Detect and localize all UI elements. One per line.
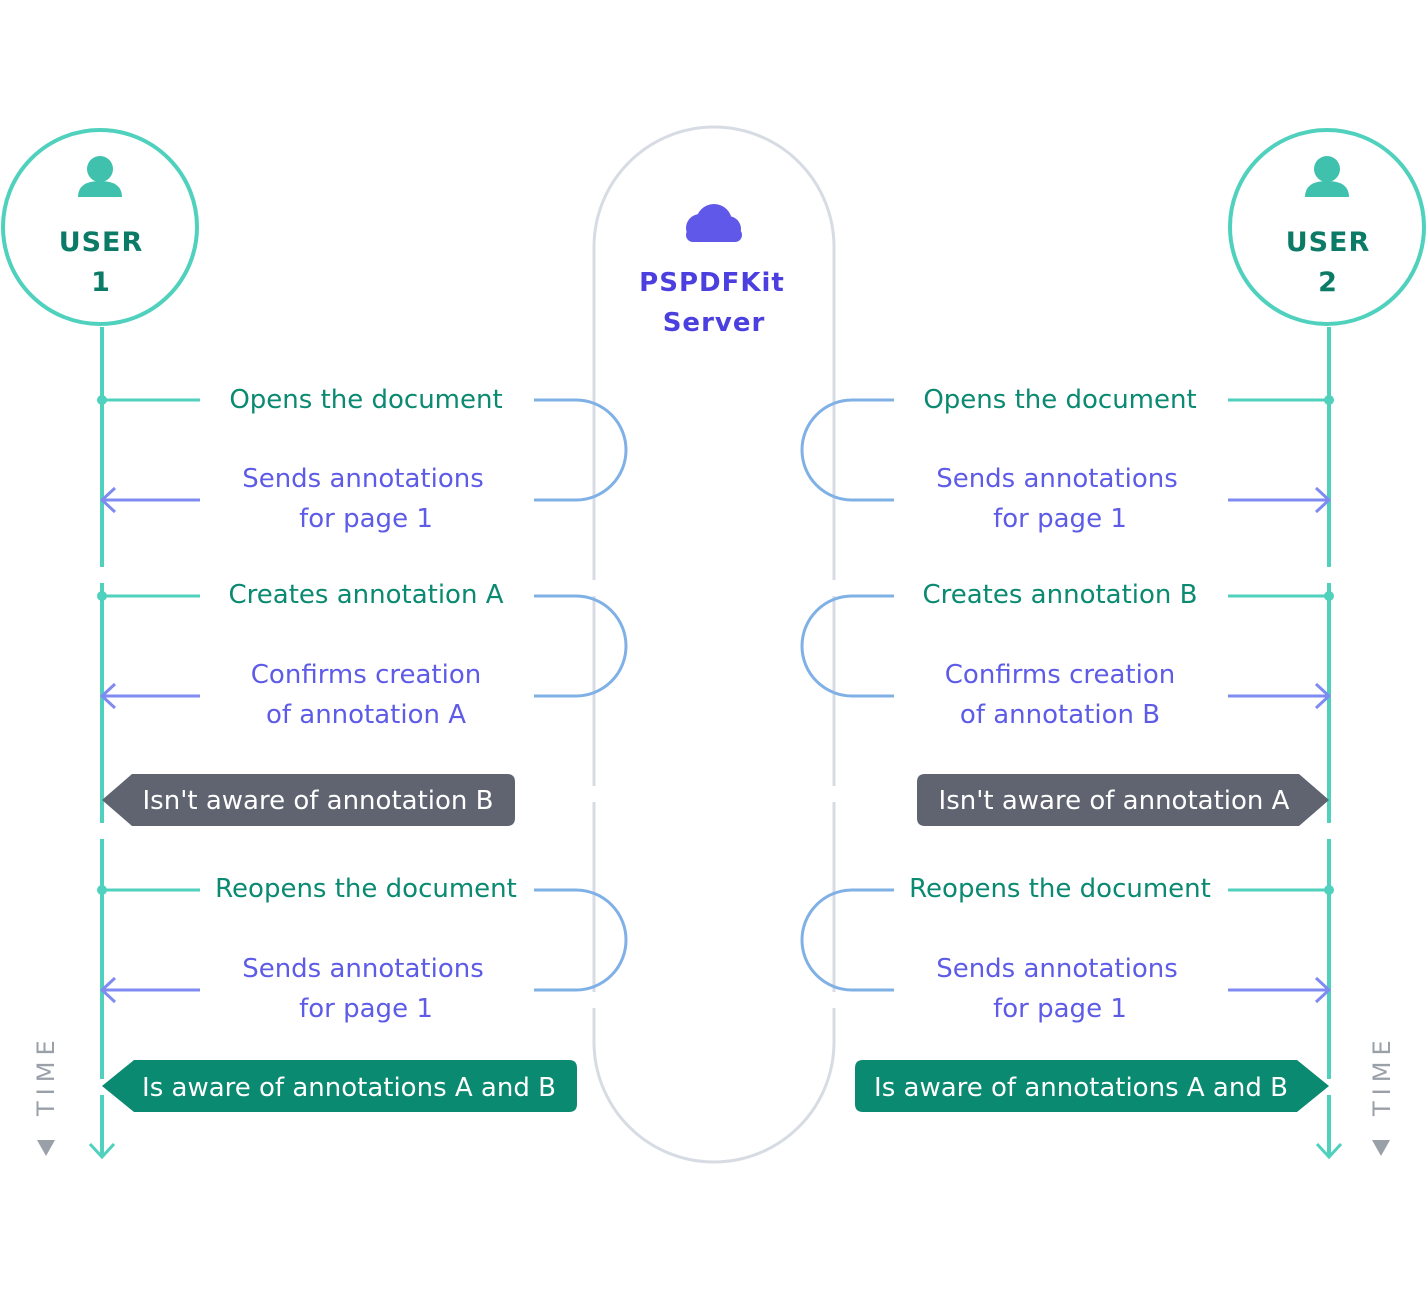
user-1-time-label: TIME (32, 1034, 60, 1117)
user-1-confirms-arrowhead (99, 682, 117, 710)
user-1-sends2-label-line2: for page 1 (299, 994, 433, 1024)
user-1-sends2-arrowhead (99, 976, 117, 1004)
user-2-sends1-label-line1: Sends annotations (936, 464, 1178, 494)
user-1-timeline-arrowhead (88, 1142, 116, 1160)
user-1-unaware-badge (102, 774, 515, 826)
user-2-aware-badge (855, 1060, 1329, 1112)
server-pill-outline (592, 125, 836, 390)
user-2-unaware-badge (917, 774, 1329, 826)
user-1-label-line2: 1 (91, 267, 111, 298)
user-1-column: USER 1 Opens the document Sends annotati… (1, 128, 628, 1160)
user-1-creates-label: Creates annotation A (229, 580, 504, 610)
person-icon (1305, 156, 1349, 197)
user-2-confirms-arrowhead (1314, 682, 1332, 710)
server-title-line2: Server (663, 308, 766, 338)
user-1-time-arrow-icon (37, 1140, 55, 1156)
user-1-sends1-label-line1: Sends annotations (242, 464, 484, 494)
user-2-sends2-arrowhead (1314, 976, 1332, 1004)
user-2-timeline-arrowhead (1315, 1142, 1343, 1160)
user-1-reopens-label: Reopens the document (215, 874, 517, 904)
user-2-confirms-label-line2: of annotation B (960, 700, 1160, 730)
user-1-confirms-label-line2: of annotation A (266, 700, 466, 730)
person-icon (78, 156, 122, 197)
server-title-line1: PSPDFKit (639, 268, 785, 298)
user-2-label-line1: USER (1286, 227, 1371, 258)
user-1-label-line1: USER (59, 227, 144, 258)
user-1-aware-badge (102, 1060, 577, 1112)
user-2-column: USER 2 Opens the document Sends annotati… (800, 128, 1426, 1160)
user-1-roundtrip-3 (534, 888, 628, 992)
user-2-sends2-label-line1: Sends annotations (936, 954, 1178, 984)
server-node: PSPDFKit Server (592, 125, 836, 1164)
user-1-sends2-label-line1: Sends annotations (242, 954, 484, 984)
user-1-roundtrip-2 (534, 594, 628, 698)
user-2-aware-text: Is aware of annotations A and B (874, 1073, 1288, 1103)
user-1-unaware-text: Isn't aware of annotation B (143, 786, 494, 816)
user-2-unaware-text: Isn't aware of annotation A (939, 786, 1290, 816)
user-2-time-label: TIME (1368, 1034, 1396, 1117)
user-1-sends1-arrowhead (99, 486, 117, 514)
user-1-circle (1, 128, 199, 326)
user-2-roundtrip-1 (800, 398, 894, 502)
user-2-reopens-label: Reopens the document (909, 874, 1211, 904)
user-1-aware-text: Is aware of annotations A and B (142, 1073, 556, 1103)
user-2-sends1-arrowhead (1314, 486, 1332, 514)
user-1-sends1-label-line2: for page 1 (299, 504, 433, 534)
user-2-opens-label: Opens the document (923, 385, 1196, 415)
user-2-circle (1228, 128, 1426, 326)
user-2-time-arrow-icon (1372, 1140, 1390, 1156)
cloud-icon (686, 204, 742, 242)
user-1-confirms-label-line1: Confirms creation (251, 660, 481, 690)
user-2-creates-label: Creates annotation B (922, 580, 1197, 610)
user-1-roundtrip-1 (534, 398, 628, 502)
user-2-sends2-label-line2: for page 1 (993, 994, 1127, 1024)
user-2-label-line2: 2 (1318, 267, 1338, 298)
user-2-sends1-label-line2: for page 1 (993, 504, 1127, 534)
user-2-roundtrip-3 (800, 888, 894, 992)
user-1-opens-label: Opens the document (229, 385, 502, 415)
server-pill-bottom (592, 1041, 836, 1164)
user-2-confirms-label-line1: Confirms creation (945, 660, 1175, 690)
user-2-roundtrip-2 (800, 594, 894, 698)
